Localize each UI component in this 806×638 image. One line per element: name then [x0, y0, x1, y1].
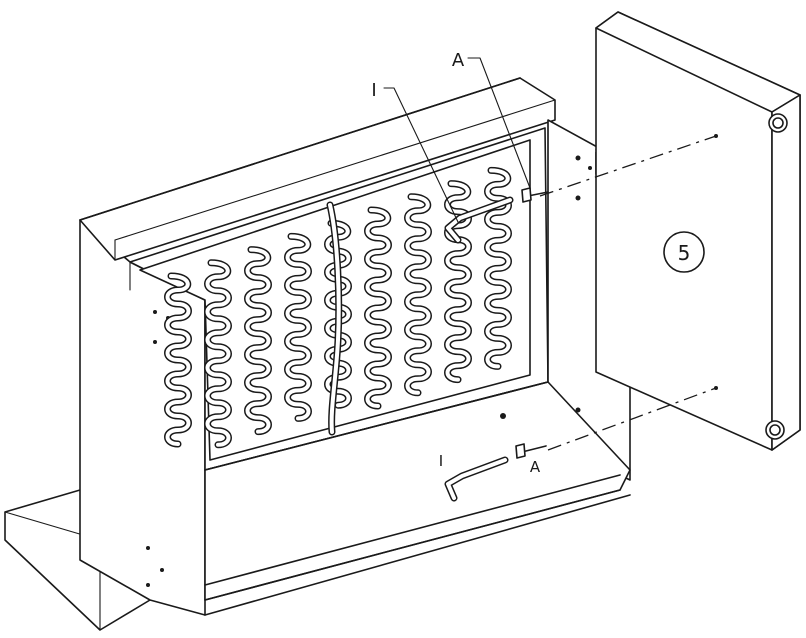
leader-lines [383, 57, 531, 223]
coil-column-highlight [365, 208, 391, 408]
component-5-block [595, 11, 801, 451]
screw-a-top [521, 187, 549, 203]
coil-column-highlight [325, 221, 351, 408]
allen-wrench-bottom [444, 456, 509, 502]
screw-label-top: A [452, 50, 465, 71]
assembly-lines [539, 135, 717, 451]
bottom-tray [204, 381, 631, 616]
component-number-callout [663, 231, 705, 273]
coil-column-highlight [205, 260, 231, 447]
coil-column-highlight [405, 194, 431, 395]
allen-wrench-top [444, 196, 514, 244]
coil-column-highlight [165, 274, 191, 446]
wrench-label-bottom: I [439, 452, 443, 470]
sensor-tube [326, 201, 343, 436]
screw-label-bottom: A [530, 458, 541, 476]
component-number-label: 5 [678, 241, 691, 265]
coil-column-highlight [245, 247, 271, 434]
screw-a-bottom [515, 443, 547, 459]
top-rail [79, 77, 556, 261]
wrench-label-top: I [371, 80, 376, 101]
coil-column-highlight [285, 234, 311, 421]
